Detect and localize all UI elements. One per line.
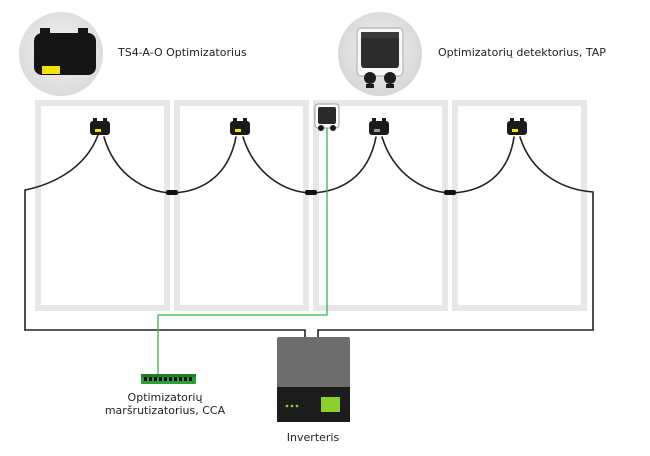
inverter [277,337,350,422]
inverter-screen [321,397,340,412]
detector-callout [338,12,422,96]
solar-panel-3 [313,100,448,311]
router-label-line-2: maršrutizatorius, CCA [104,404,226,417]
cca-router [141,374,196,384]
solar-panels [35,100,587,311]
optimizers [90,118,527,135]
string-connectors [166,190,456,195]
data-wire [157,128,328,374]
tap-detector [314,103,340,131]
connector [305,190,317,195]
router-label: Optimizatorių maršrutizatorius, CCA [95,391,235,417]
optimizer-4 [507,118,527,135]
optimizer-callout-icon [34,28,96,75]
connector [166,190,178,195]
connector [444,190,456,195]
optimizer-1 [90,118,110,135]
optimizer-callout [19,12,103,96]
router-label-line-1: Optimizatorių [127,391,203,404]
optimizer-label: TS4-A-O Optimizatorius [118,46,247,59]
inverter-led [295,404,299,408]
optimizer-3 [369,118,389,135]
solar-panel-2 [174,100,309,311]
detector-callout-icon [356,27,404,88]
inverter-led [285,404,289,408]
inverter-label: Inverteris [286,431,340,444]
solar-panel-1 [35,100,170,311]
optimizer-2 [230,118,250,135]
solar-panel-4 [452,100,587,311]
detector-label: Optimizatorių detektorius, TAP [438,46,606,59]
inverter-led [290,404,294,408]
